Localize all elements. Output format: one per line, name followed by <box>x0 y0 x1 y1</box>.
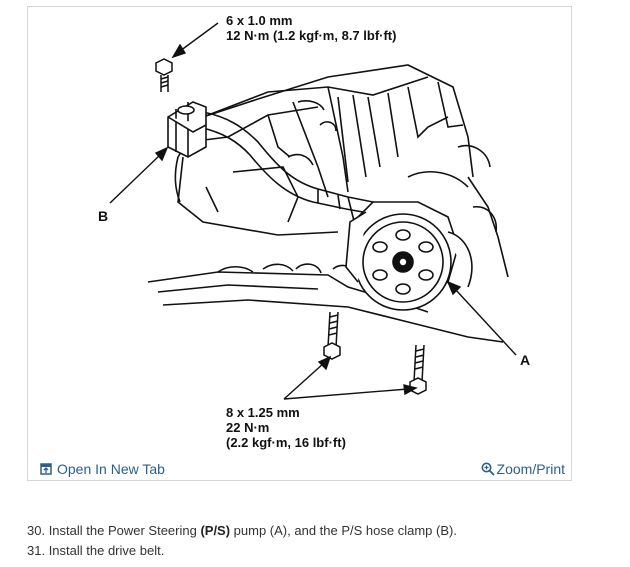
zoom-icon <box>481 462 495 476</box>
pump-illustration <box>345 201 473 311</box>
step-text: Install the Power Steering <box>45 523 201 538</box>
bottom-bolt-torque: 22 N·m <box>226 420 269 435</box>
step-number: 31. <box>27 543 46 558</box>
zoom-print-link[interactable]: Zoom/Print <box>481 461 565 477</box>
label-b: B <box>98 208 108 224</box>
figure-footer: Open In New Tab Zoom/Print <box>28 459 571 481</box>
step-number: 30. <box>27 523 46 538</box>
step-text: pump (A), and the P/S hose clamp (B). <box>230 523 457 538</box>
label-a: A <box>520 352 530 368</box>
hose-illustration <box>197 111 381 216</box>
top-bolt-torque: 12 N·m (1.2 kgf·m, 8.7 lbf·ft) <box>226 28 396 43</box>
bottom-bolt-size: 8 x 1.25 mm <box>226 405 300 420</box>
figure-card: 6 x 1.0 mm 12 N·m (1.2 kgf·m, 8.7 lbf·ft… <box>27 6 572 481</box>
engine-illustration <box>147 64 509 343</box>
open-in-new-tab-label: Open In New Tab <box>57 461 165 477</box>
step-31: 31. Install the drive belt. <box>27 541 457 561</box>
step-30: 30. Install the Power Steering (P/S) pum… <box>27 521 457 541</box>
power-steering-pump-diagram: 6 x 1.0 mm 12 N·m (1.2 kgf·m, 8.7 lbf·ft… <box>28 7 571 459</box>
bottom-bolt-torque-alt: (2.2 kgf·m, 16 lbf·ft) <box>226 435 346 450</box>
step-text: Install the drive belt. <box>45 543 165 558</box>
zoom-print-label: Zoom/Print <box>496 461 565 477</box>
top-bolt-size: 6 x 1.0 mm <box>226 13 293 28</box>
instruction-steps: 30. Install the Power Steering (P/S) pum… <box>27 521 457 561</box>
top-bolt-illustration <box>155 58 173 92</box>
open-in-new-tab-link[interactable]: Open In New Tab <box>40 461 165 477</box>
leader-lines <box>109 22 517 400</box>
hose-clamp-illustration <box>167 101 207 158</box>
step-bold-text: (P/S) <box>200 523 231 538</box>
open-in-new-tab-icon <box>40 463 52 475</box>
bottom-bolts-illustration <box>323 311 427 395</box>
